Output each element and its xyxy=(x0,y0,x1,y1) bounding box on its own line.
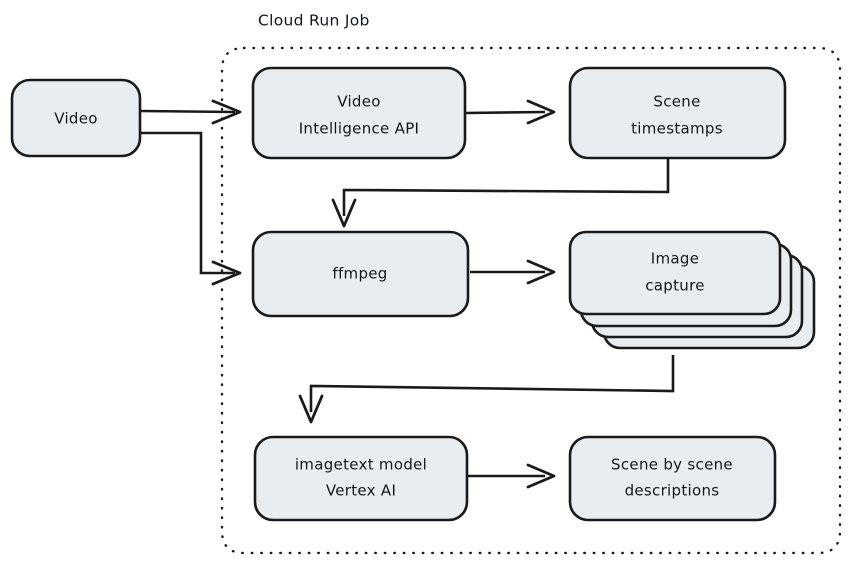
cloud-run-job-label: Cloud Run Job xyxy=(258,12,370,30)
node-scene-timestamps-line-0: Scene xyxy=(653,93,700,111)
edge-video-to-ffmpeg xyxy=(141,131,242,286)
cloud-run-job-group-border xyxy=(220,46,842,555)
edge-scene-timestamps-to-ffmpeg xyxy=(331,159,670,228)
node-video-intelligence-api-line-0: Video xyxy=(337,93,381,111)
edge-ffmpeg-to-image-capture xyxy=(470,259,556,285)
edge-video-intelligence-api-to-scene-timestamps xyxy=(465,99,556,125)
node-scene-descriptions-line-0: Scene by scene xyxy=(611,456,733,474)
node-image-capture[interactable]: Image capture xyxy=(568,230,816,350)
edge-image-capture-to-imagetext-model xyxy=(298,355,675,424)
node-video-line-0: Video xyxy=(54,110,98,128)
node-video[interactable]: Video xyxy=(10,78,142,158)
edge-video-to-video-intelligence-api xyxy=(140,99,242,125)
node-image-capture-line-0: Image xyxy=(651,250,699,268)
node-imagetext-model-line-1: Vertex AI xyxy=(326,482,396,500)
node-video-intelligence-api-line-1: Intelligence API xyxy=(299,120,420,138)
node-scene-timestamps[interactable]: Scene timestamps xyxy=(568,66,787,160)
node-imagetext-model-vertex-ai[interactable]: imagetext model Vertex AI xyxy=(253,435,469,522)
image-capture-stack-layer-1 xyxy=(568,230,782,316)
edge-imagetext-model-to-scene-descriptions xyxy=(468,463,556,489)
node-scene-by-scene-descriptions[interactable]: Scene by scene descriptions xyxy=(568,435,777,522)
node-video-intelligence-api[interactable]: Video Intelligence API xyxy=(251,66,467,160)
node-imagetext-model-line-0: imagetext model xyxy=(295,456,427,474)
node-image-capture-line-1: capture xyxy=(645,277,705,295)
node-ffmpeg[interactable]: ffmpeg xyxy=(251,230,470,318)
node-scene-descriptions-line-1: descriptions xyxy=(625,482,720,500)
node-scene-timestamps-line-1: timestamps xyxy=(631,120,723,138)
node-ffmpeg-line-0: ffmpeg xyxy=(332,265,387,283)
